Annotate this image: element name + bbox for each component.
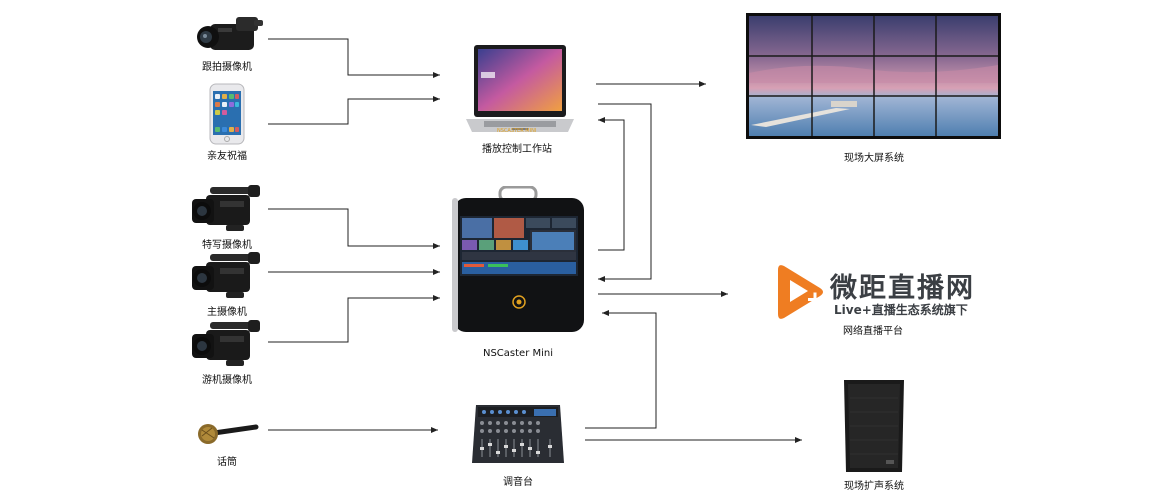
laptop-icon [466,45,574,132]
wire-workstation-to-switcher [598,103,652,282]
switcher-screen-text: NSCASTER MINI [497,128,537,134]
switcher-label: NSCaster Mini [482,348,554,359]
wire-closeup-cam-to-switcher [268,208,440,249]
camcorder-icon [197,17,263,50]
wire-mixer-to-switcher [585,310,657,429]
mixer-label: 调音台 [503,477,533,488]
professional-camera-icon [192,185,260,231]
source-label-main-cam: 主摄像机 [207,307,247,318]
source-label-phone: 亲友祝福 [207,151,247,162]
wire-phone-to-workstation [268,96,440,125]
speaker-icon [844,380,904,472]
videowall-label: 现场大屏系统 [844,153,904,164]
workstation-label: 播放控制工作站 [482,144,552,155]
wire-switcher-to-workstation [598,117,625,251]
live-platform-logo-tagline: Live+直播生态系统旗下 [834,303,968,317]
microphone-icon [198,424,259,444]
professional-camera-icon [192,320,260,366]
video-switcher-icon [452,186,584,332]
source-label-closeup-cam: 特写摄像机 [202,240,252,251]
live-platform-logo-name: 微距直播网 [830,273,975,304]
video-wall-icon [746,13,1001,139]
source-label-roam-cam: 游机摄像机 [202,375,252,386]
live-platform-label: 网络直播平台 [843,326,903,337]
source-label-mic: 话筒 [217,457,237,468]
source-label-follow-cam: 跟拍摄像机 [202,62,252,73]
wire-follow-cam-to-workstation [268,38,440,78]
audio-mixer-icon [472,405,564,463]
speaker-label: 现场扩声系统 [844,481,904,492]
play-logo-icon [778,265,823,319]
smartphone-icon [209,83,245,145]
professional-camera-icon [192,252,260,298]
wire-roam-cam-to-switcher [268,295,440,343]
